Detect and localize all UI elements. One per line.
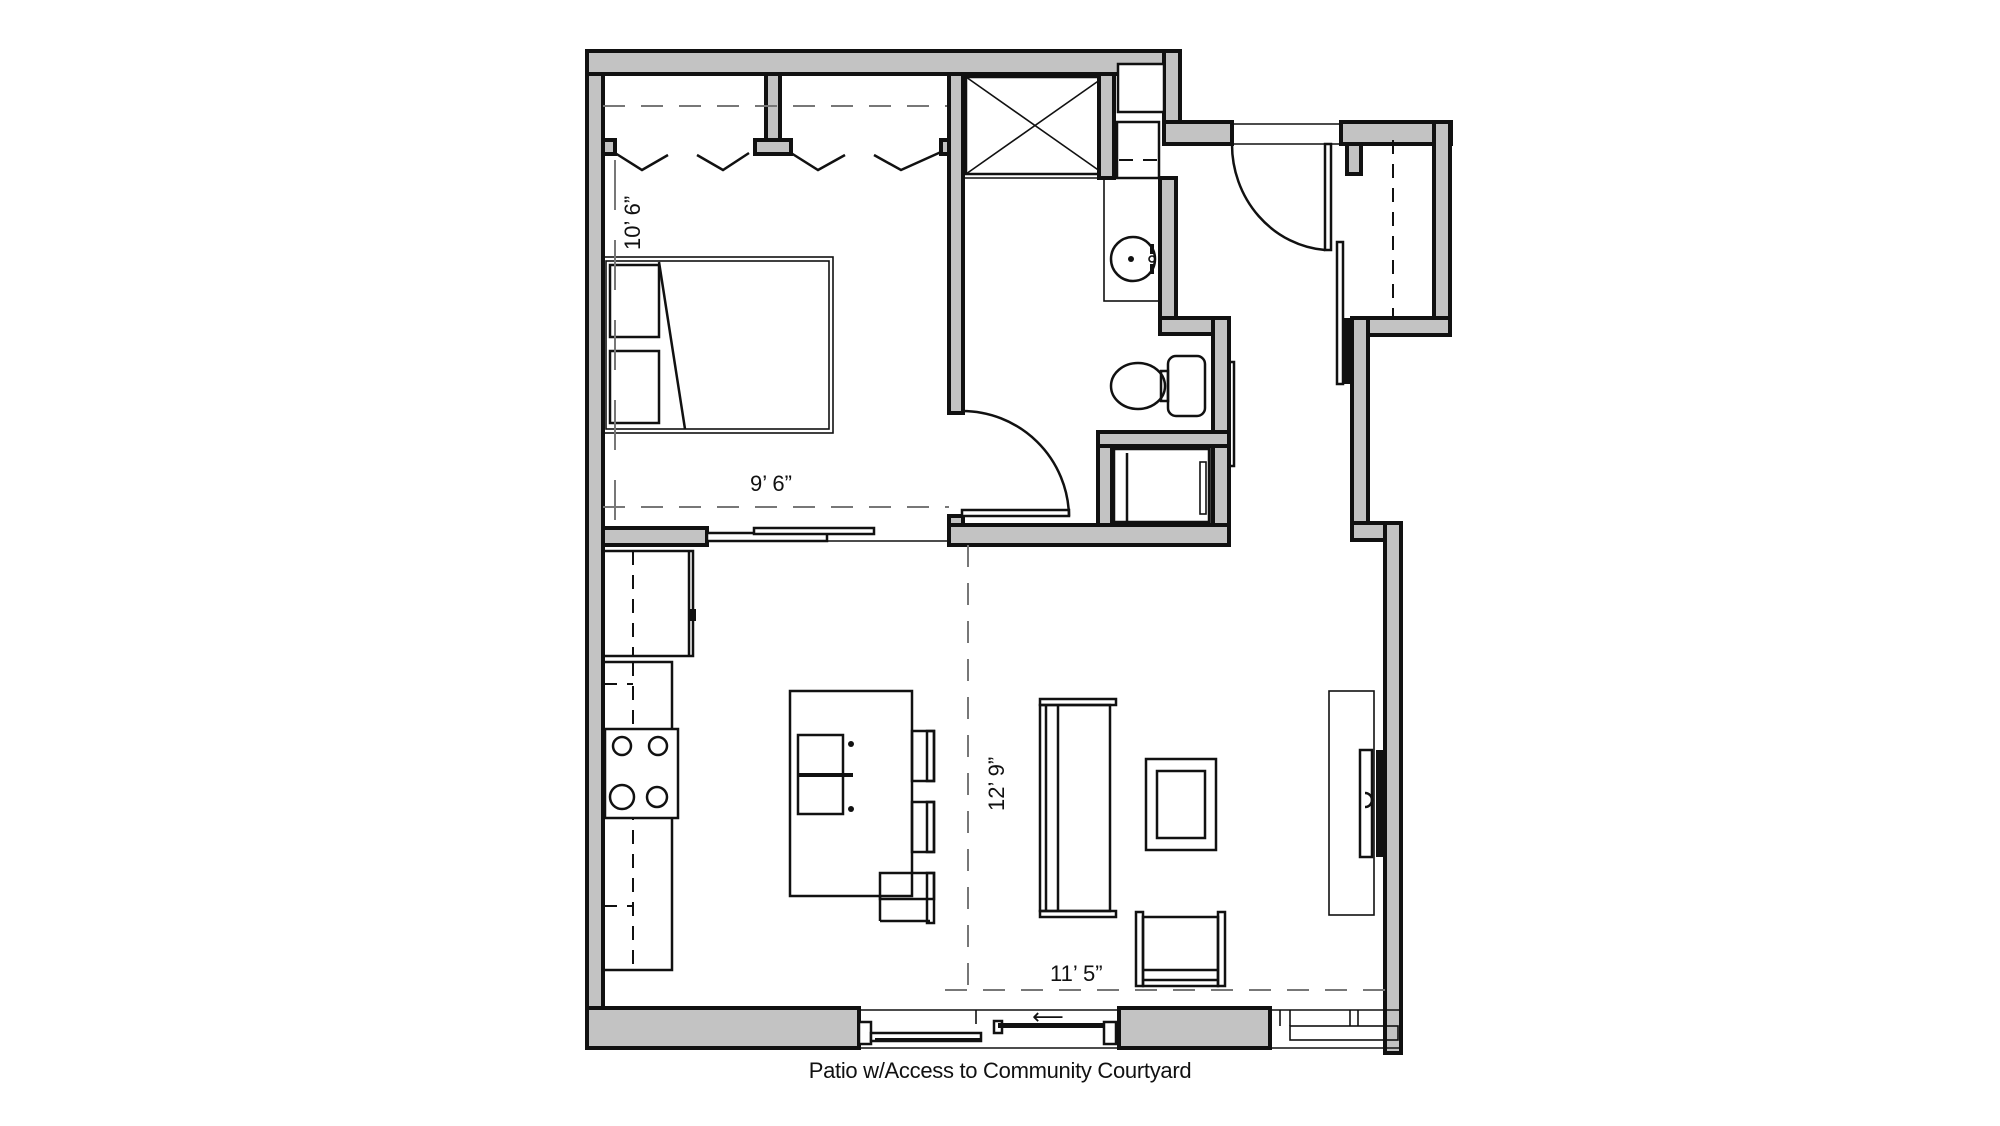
living-depth-label: 12’ 9” — [984, 757, 1009, 811]
kitchen-island — [788, 689, 914, 898]
coffee-table — [1144, 757, 1218, 852]
sofa — [1038, 697, 1118, 919]
entry-door[interactable] — [1230, 123, 1341, 252]
kitchen — [601, 549, 936, 972]
bathroom — [947, 62, 1236, 547]
sink — [1103, 177, 1161, 302]
living-room: 12’ 9” 11’ 5” — [945, 545, 1385, 991]
washer-dryer — [1112, 447, 1211, 524]
entry — [1230, 123, 1394, 386]
bedroom-sliding-door[interactable] — [705, 526, 949, 543]
armchair — [1134, 910, 1227, 988]
shower — [962, 75, 1106, 179]
bed — [601, 256, 834, 434]
entry-closet-door[interactable] — [1335, 240, 1352, 386]
patio-sliding-door[interactable]: ⟵ — [857, 1005, 1119, 1049]
bar-stools — [878, 729, 936, 925]
bottom-right-window — [1270, 1009, 1401, 1049]
living-width-label: 11’ 5” — [1050, 961, 1103, 986]
bedroom: 9’ 6” 10’ 6” — [601, 72, 965, 547]
exterior-walls — [585, 49, 1453, 1055]
closet-bifold-doors[interactable] — [614, 150, 942, 172]
bedroom-width-label: 9’ 6” — [750, 471, 792, 496]
toilet — [1109, 354, 1207, 418]
plan-caption: Patio w/Access to Community Courtyard — [808, 1058, 1192, 1083]
slide-direction-arrow-icon: ⟵ — [1032, 1005, 1064, 1030]
refrigerator — [601, 549, 696, 658]
bathroom-door[interactable] — [960, 409, 1071, 518]
tv-console — [1328, 690, 1385, 916]
range — [603, 727, 680, 820]
bedroom-depth-label: 10’ 6” — [620, 196, 645, 250]
